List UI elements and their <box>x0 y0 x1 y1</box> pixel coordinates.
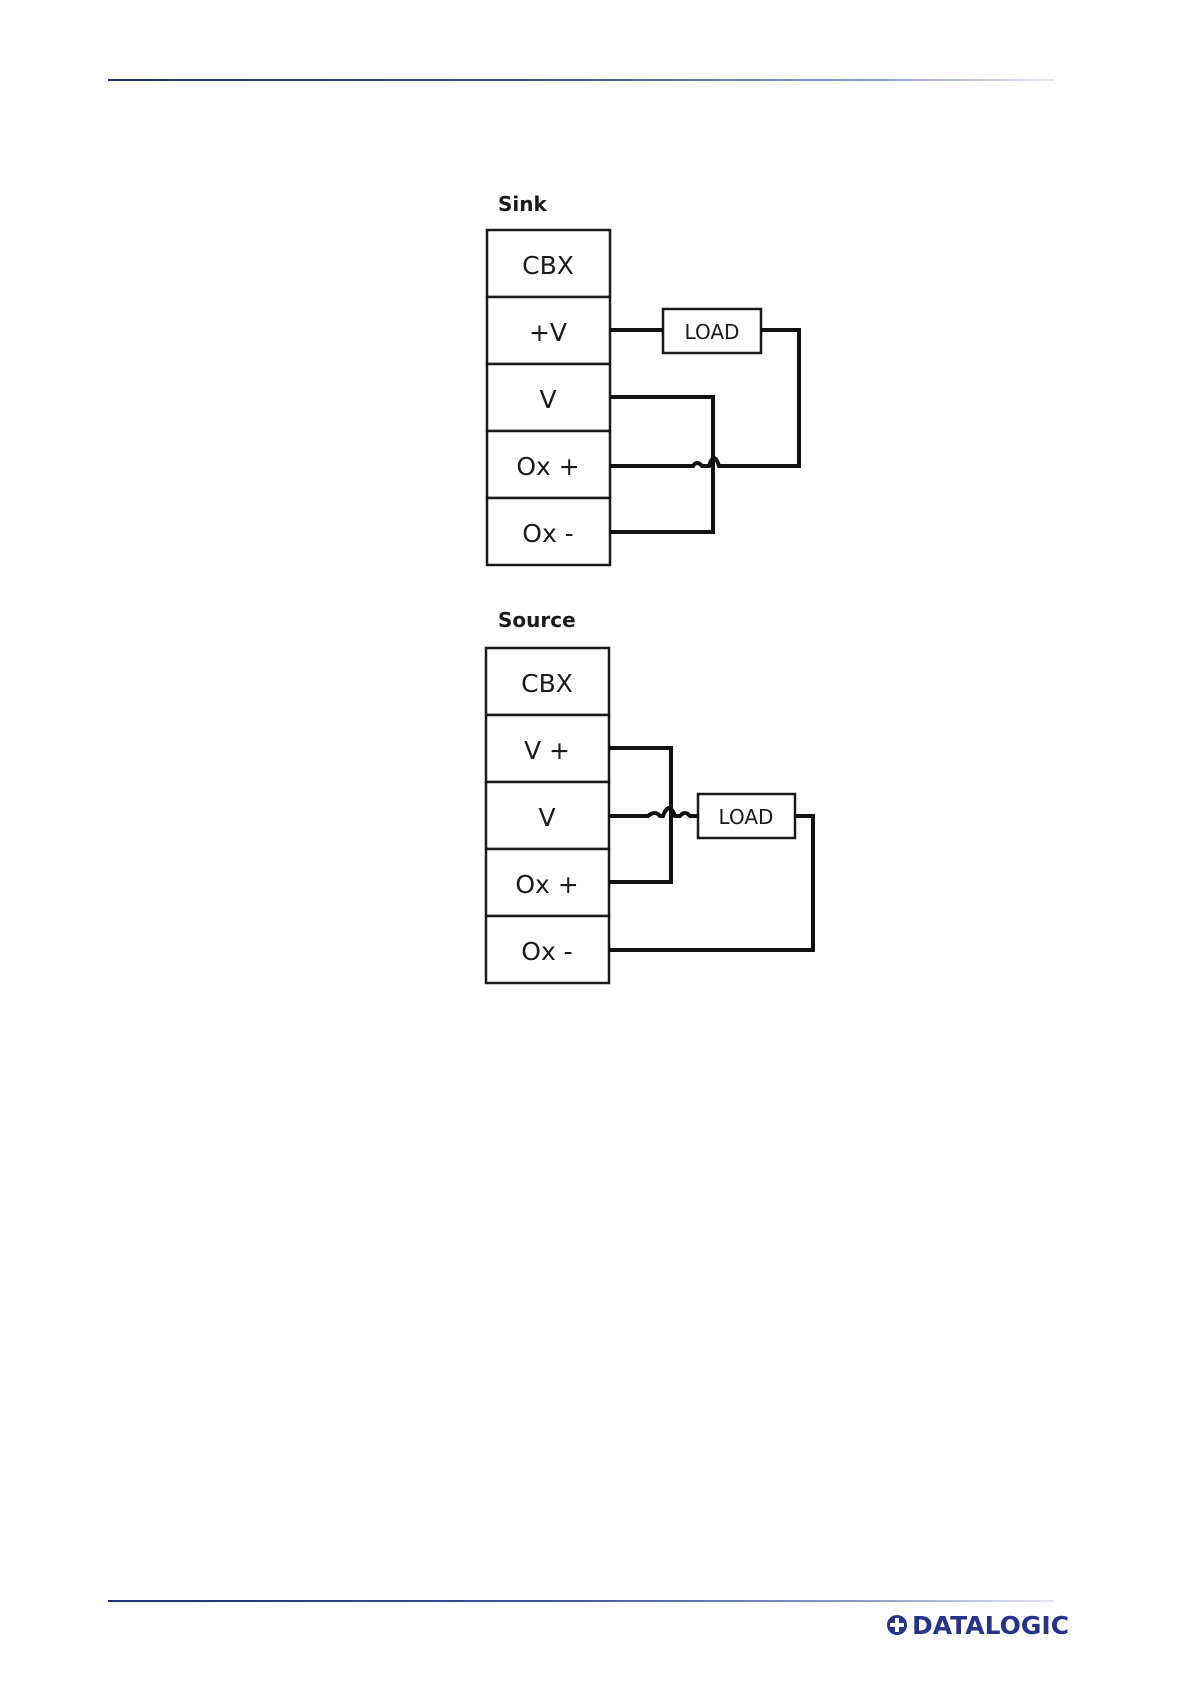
sink-terminal-block: CBX +V V Ox + Ox - <box>487 230 610 565</box>
source-terminal-label: V + <box>524 736 570 765</box>
footer-rule <box>108 1600 1054 1602</box>
sink-terminal-label: CBX <box>522 251 574 280</box>
source-terminal-label: Ox - <box>521 937 572 966</box>
brand-logo: DATALOGIC <box>886 1610 1069 1640</box>
sink-terminal-label: Ox + <box>516 452 579 481</box>
source-diagram: Source CBX V + V Ox + Ox - LOAD <box>486 608 813 983</box>
sink-terminal-label: +V <box>529 318 567 347</box>
source-terminal-block: CBX V + V Ox + Ox - <box>486 648 609 983</box>
source-terminal-label: Ox + <box>515 870 578 899</box>
sink-diagram: Sink CBX +V V Ox + Ox - LOAD <box>487 192 799 565</box>
source-title: Source <box>498 608 576 632</box>
brand-name: DATALOGIC <box>912 1611 1069 1640</box>
source-terminal-label: CBX <box>521 669 573 698</box>
sink-load-label: LOAD <box>685 320 740 344</box>
sink-title: Sink <box>498 192 547 216</box>
source-terminal-label: V <box>538 803 555 832</box>
source-load-label: LOAD <box>719 805 774 829</box>
sink-terminal-label: V <box>539 385 556 414</box>
datalogic-logo-icon <box>886 1614 908 1636</box>
sink-terminal-label: Ox - <box>522 519 573 548</box>
source-wire-v-to-load <box>609 808 698 816</box>
